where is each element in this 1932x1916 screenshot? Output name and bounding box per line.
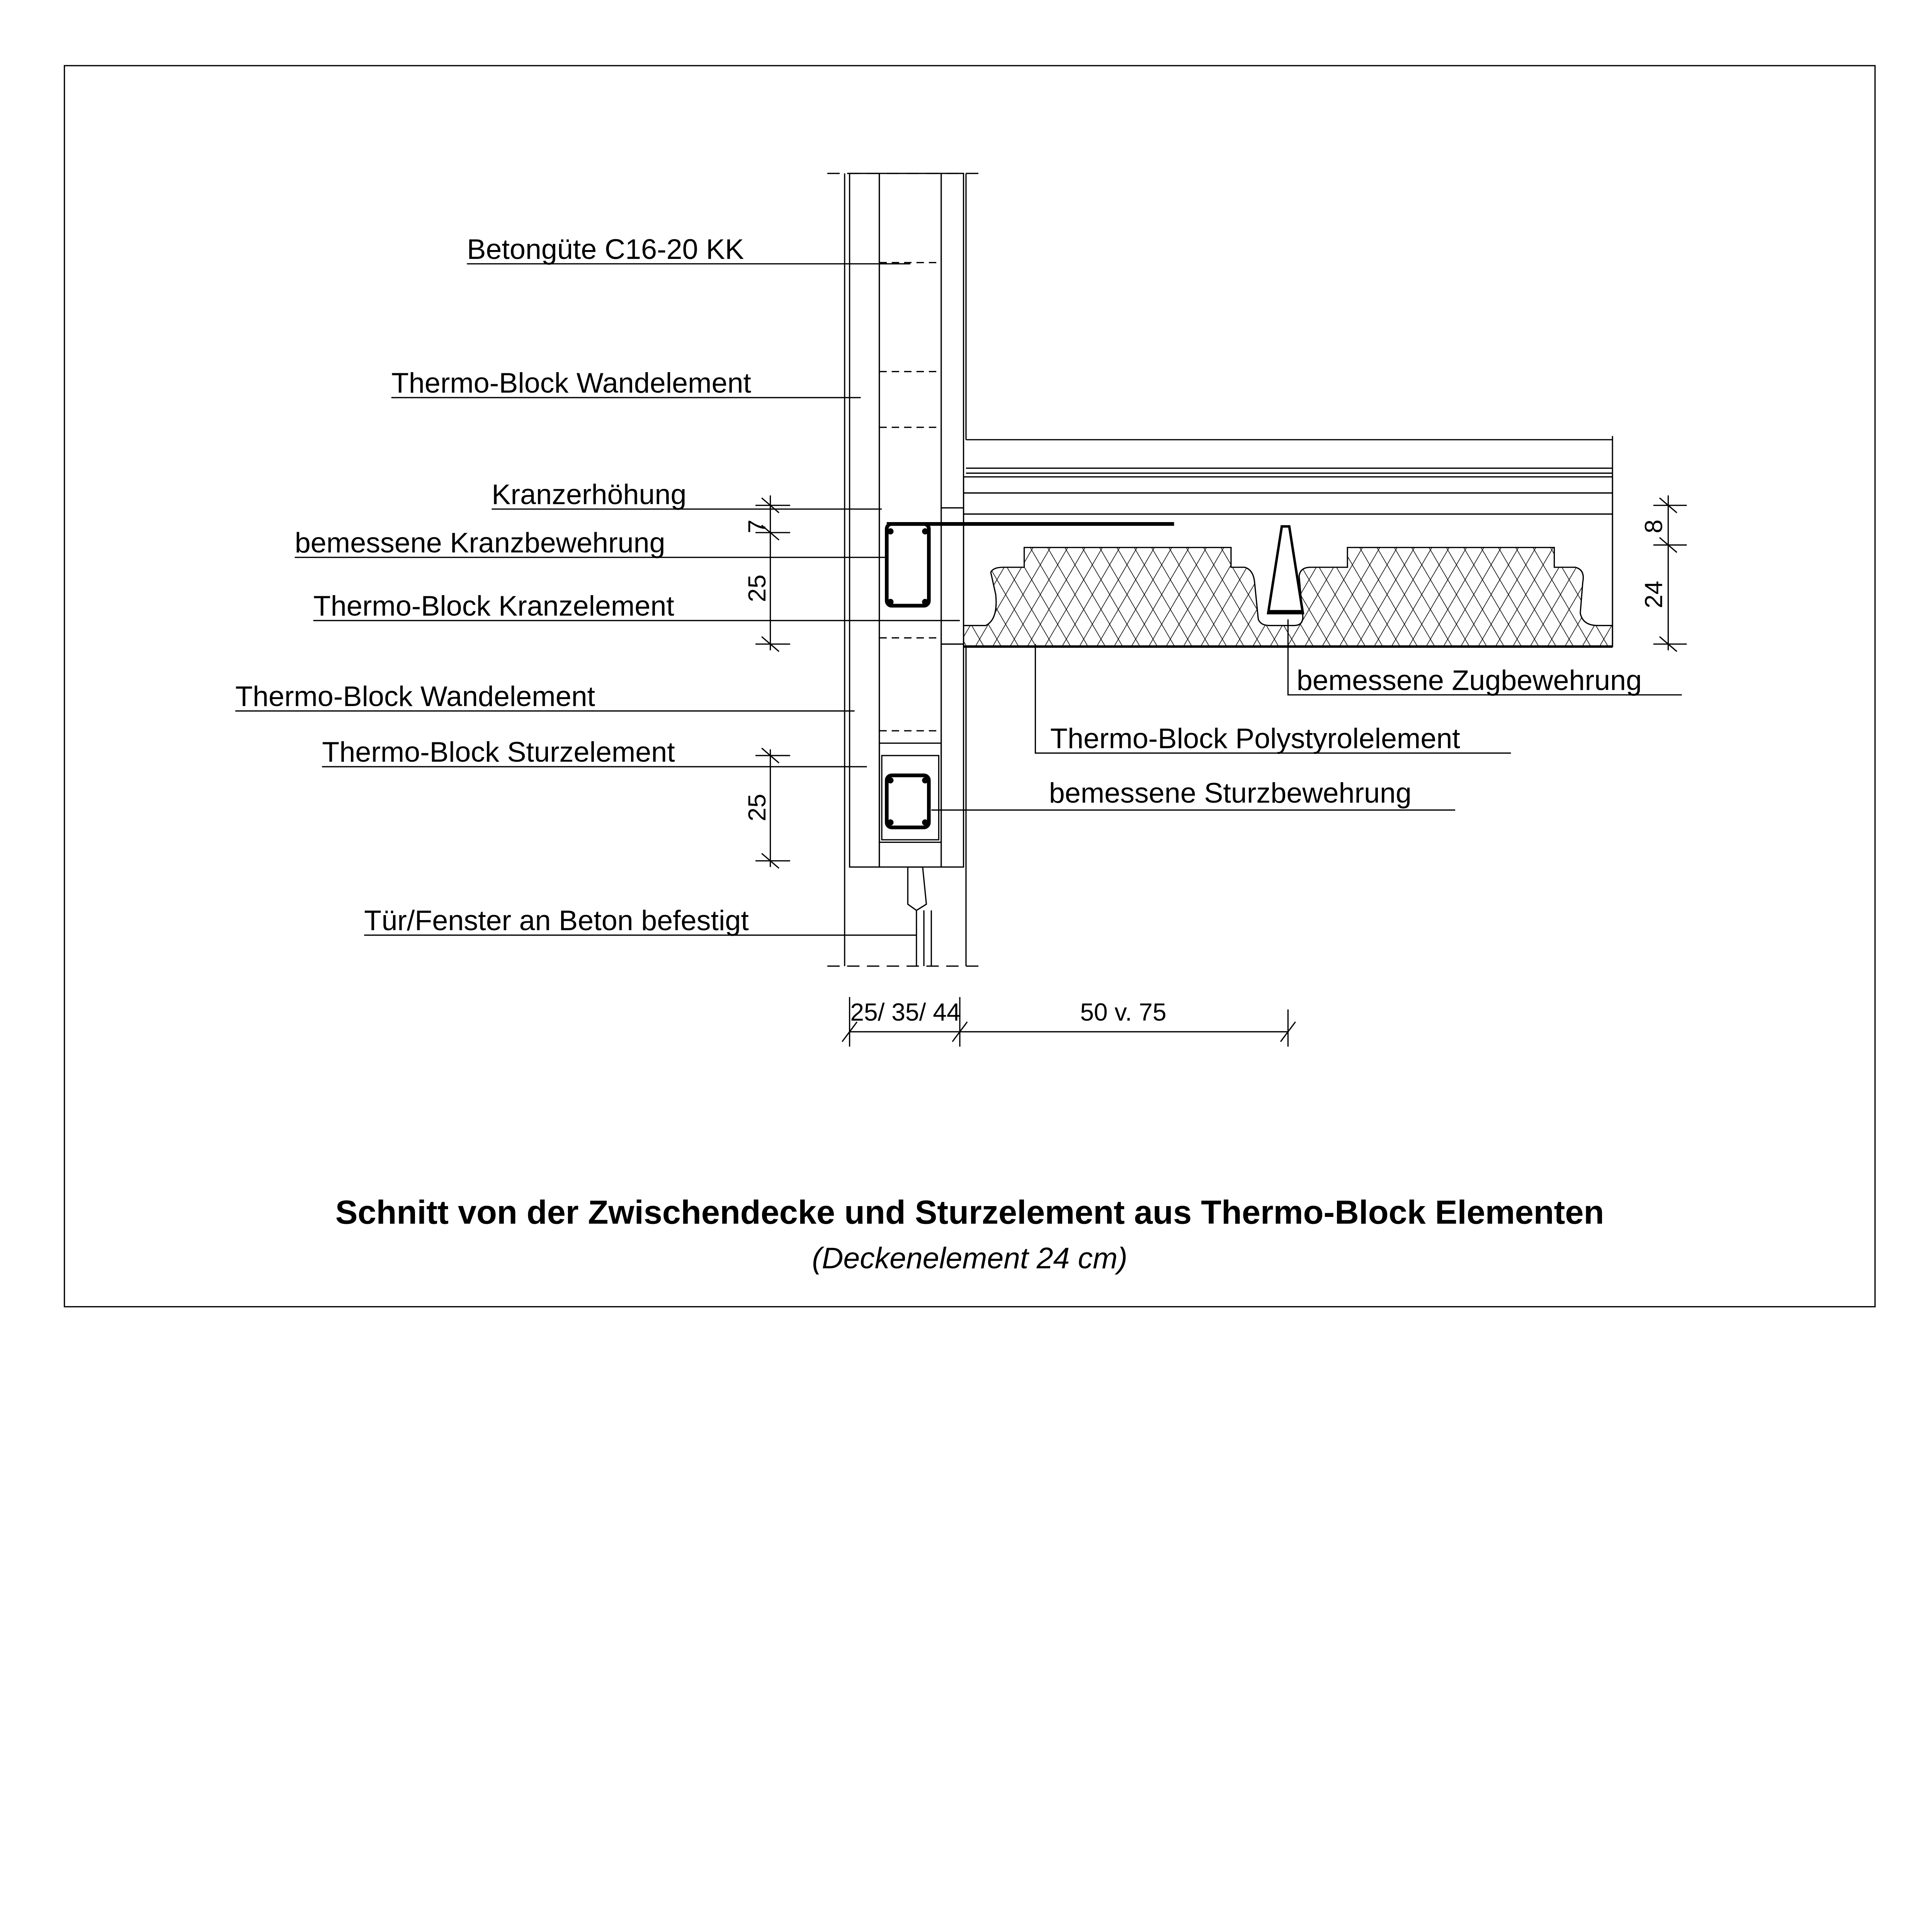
label-zugbewehrung: bemessene Zugbewehrung	[1297, 664, 1642, 696]
label-kranzerhoehung: Kranzerhöhung	[492, 478, 686, 510]
floor-slab	[963, 436, 1613, 648]
lintel-rebar	[885, 773, 931, 829]
dim-slab-height: 24	[1639, 581, 1667, 608]
label-sturzelement: Thermo-Block Sturzelement	[322, 736, 675, 768]
label-tuer-fenster: Tür/Fenster an Beton befestigt	[364, 904, 749, 936]
label-wandelement-bottom: Thermo-Block Wandelement	[235, 680, 595, 712]
drawing-frame	[64, 65, 1876, 1308]
dim-slab-top: 8	[1639, 519, 1667, 533]
dim-kranz-top: 7	[743, 519, 771, 533]
wall	[827, 173, 985, 967]
drawing-subtitle: (Deckenelement 24 cm)	[812, 1242, 1127, 1275]
label-kranzbewehrung: bemessene Kranzbewehrung	[295, 526, 665, 558]
dim-kranz-height: 25	[743, 575, 771, 602]
label-wandelement-top: Thermo-Block Wandelement	[391, 367, 751, 399]
label-polystyrolelement: Thermo-Block Polystyrolelement	[1050, 722, 1460, 754]
dim-slab-span: 50 v. 75	[1080, 998, 1166, 1026]
tension-rebar	[1267, 525, 1304, 614]
dimension-lines	[755, 495, 1687, 1047]
dim-sturz-height: 25	[743, 794, 771, 821]
label-sturzbewehrung: bemessene Sturzbewehrung	[1049, 777, 1412, 809]
label-betonguete: Betongüte C16-20 KK	[467, 233, 744, 265]
ring-beam-rebar	[885, 522, 931, 608]
window-frame	[907, 866, 932, 966]
dim-wall-thickness: 25/ 35/ 44	[850, 998, 960, 1026]
reinforcement	[885, 522, 1304, 829]
drawing-title: Schnitt von der Zwischendecke und Sturze…	[335, 1194, 1604, 1231]
leader-lines	[235, 263, 1682, 936]
section-drawing: 7 25 25 8 24 25/ 35/ 44 50 v. 75 Betongü…	[64, 65, 1876, 1308]
label-kranzelement: Thermo-Block Kranzelement	[313, 590, 674, 622]
